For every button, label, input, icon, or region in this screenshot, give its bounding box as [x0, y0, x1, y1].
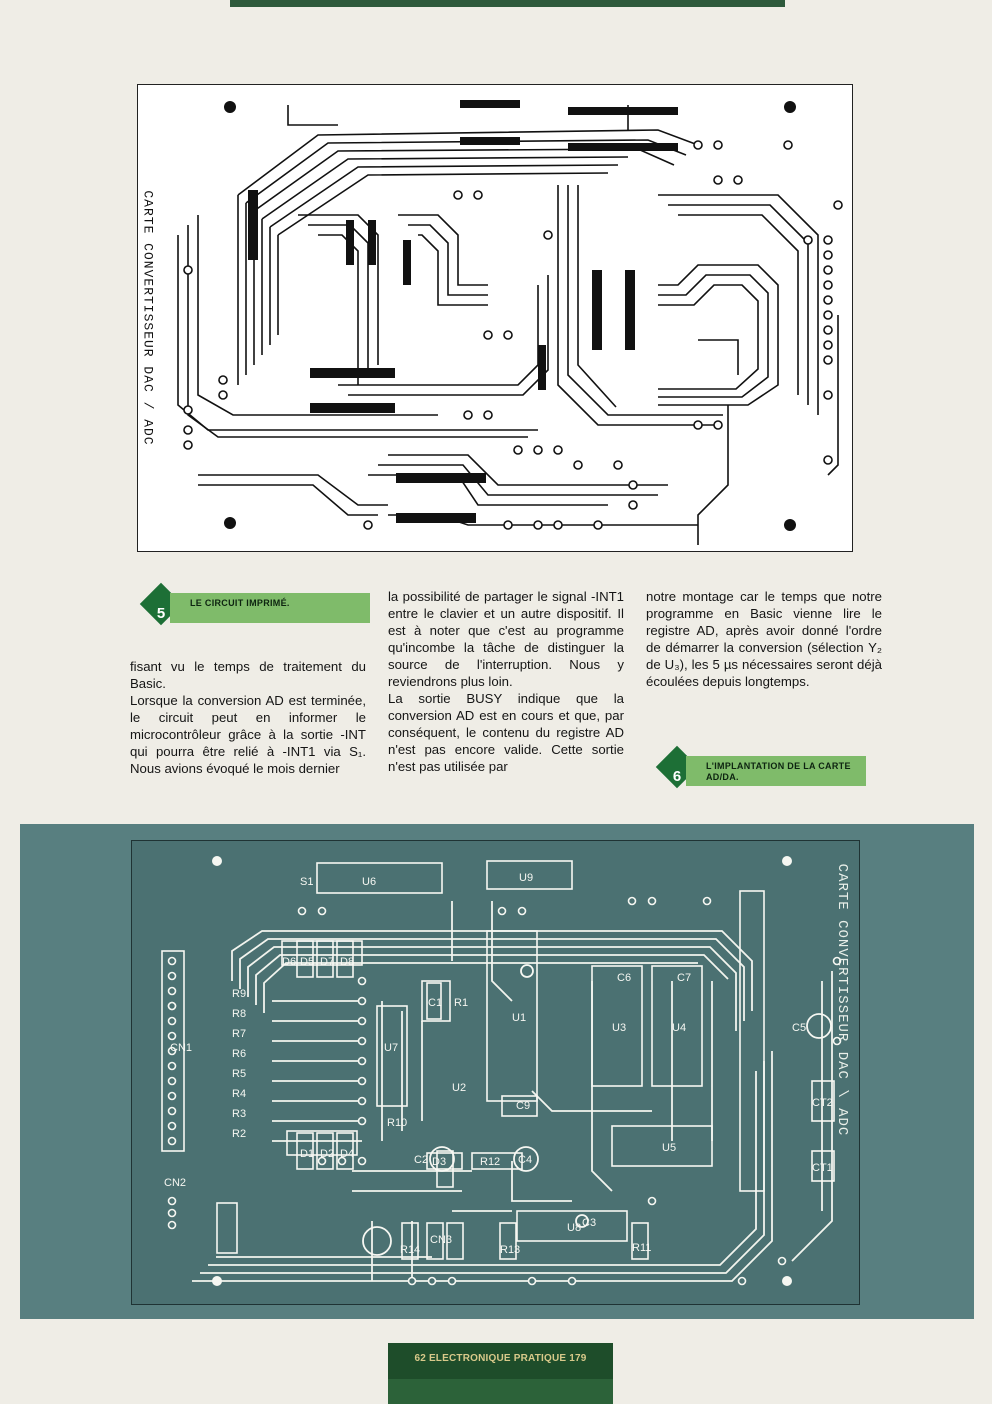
label-d2: D2: [320, 1148, 334, 1160]
label-r4: R4: [232, 1088, 246, 1100]
footer-decoration: [388, 1379, 613, 1404]
label-d3: D3: [432, 1156, 446, 1168]
paragraph: la possibilité de partager le signal -IN…: [388, 589, 624, 689]
article-column-2: la possibilité de partager le signal -IN…: [388, 588, 624, 775]
label-d7: D7: [320, 956, 334, 968]
label-d8: D8: [340, 956, 354, 968]
article-column-3: notre montage car le temps que notre pro…: [646, 588, 882, 690]
label-u5: U5: [662, 1142, 676, 1154]
label-u1: U1: [512, 1012, 526, 1024]
top-decoration-bar: [230, 0, 785, 7]
paragraph: Lorsque la conversion AD est terminée, l…: [130, 693, 366, 776]
pcb-layout-figure: [137, 84, 853, 552]
label-u2: U2: [452, 1082, 466, 1094]
component-layout-drawing: U6 U9 U1 U3 U4 U5 U7 U8 U2 CN1 CN2 CN3 C…: [161, 856, 842, 1286]
label-cn3: CN3: [430, 1234, 452, 1246]
label-u7: U7: [384, 1042, 398, 1054]
label-r13: R13: [500, 1244, 520, 1256]
label-u4: U4: [672, 1022, 686, 1034]
label-d4: D4: [340, 1148, 354, 1160]
label-c6: C6: [617, 972, 631, 984]
paragraph: fisant vu le temps de traitement du Basi…: [130, 659, 366, 691]
label-u9: U9: [519, 872, 533, 884]
figure-number: 6: [672, 768, 682, 785]
label-r3: R3: [232, 1108, 246, 1120]
caption-text: L'IMPLANTATION DE LA CARTE AD/DA.: [686, 756, 866, 786]
label-d5: D5: [300, 956, 314, 968]
label-r7: R7: [232, 1028, 246, 1040]
label-u3: U3: [612, 1022, 626, 1034]
label-s1: S1: [300, 876, 313, 888]
caption-text: LE CIRCUIT IMPRIMÉ.: [170, 593, 370, 623]
label-c5: C5: [792, 1022, 806, 1034]
label-r11: R11: [632, 1242, 651, 1254]
article-column-1: fisant vu le temps de traitement du Basi…: [130, 658, 366, 777]
label-ct2: CT2: [812, 1097, 833, 1109]
label-r8: R8: [232, 1008, 246, 1020]
figure-number: 5: [156, 605, 166, 622]
label-c1: C1: [428, 997, 442, 1009]
label-r1: R1: [454, 997, 468, 1009]
label-c2: C2: [414, 1154, 428, 1166]
label-ct1: CT1: [812, 1162, 833, 1174]
label-r10: R10: [387, 1117, 407, 1129]
label-c3: C3: [582, 1217, 596, 1229]
pcb-traces-drawing: [177, 100, 843, 545]
label-c4: C4: [518, 1154, 532, 1166]
label-d1: D1: [300, 1148, 314, 1160]
label-cn1: CN1: [170, 1042, 192, 1054]
paragraph: notre montage car le temps que notre pro…: [646, 589, 882, 689]
label-r5: R5: [232, 1068, 246, 1080]
label-r12: R12: [480, 1156, 500, 1168]
paragraph: La sortie BUSY indique que la conversion…: [388, 691, 624, 774]
label-c9: C9: [516, 1100, 530, 1112]
label-u8: U8: [567, 1222, 581, 1234]
label-u6: U6: [362, 876, 376, 888]
figure-6-caption: 6 L'IMPLANTATION DE LA CARTE AD/DA.: [656, 756, 868, 786]
label-r14: R14: [400, 1244, 420, 1256]
page-footer: 62 ELECTRONIQUE PRATIQUE 179: [388, 1343, 613, 1379]
label-r2: R2: [232, 1128, 246, 1140]
label-r6: R6: [232, 1048, 246, 1060]
footer-text: 62 ELECTRONIQUE PRATIQUE 179: [414, 1353, 587, 1364]
figure-5-caption: 5 LE CIRCUIT IMPRIMÉ.: [140, 593, 370, 623]
label-d6: D6: [282, 956, 296, 968]
label-cn2: CN2: [164, 1177, 186, 1189]
label-c7: C7: [677, 972, 691, 984]
label-r9: R9: [232, 988, 246, 1000]
component-board: U6 U9 U1 U3 U4 U5 U7 U8 U2 CN1 CN2 CN3 C…: [131, 840, 860, 1305]
